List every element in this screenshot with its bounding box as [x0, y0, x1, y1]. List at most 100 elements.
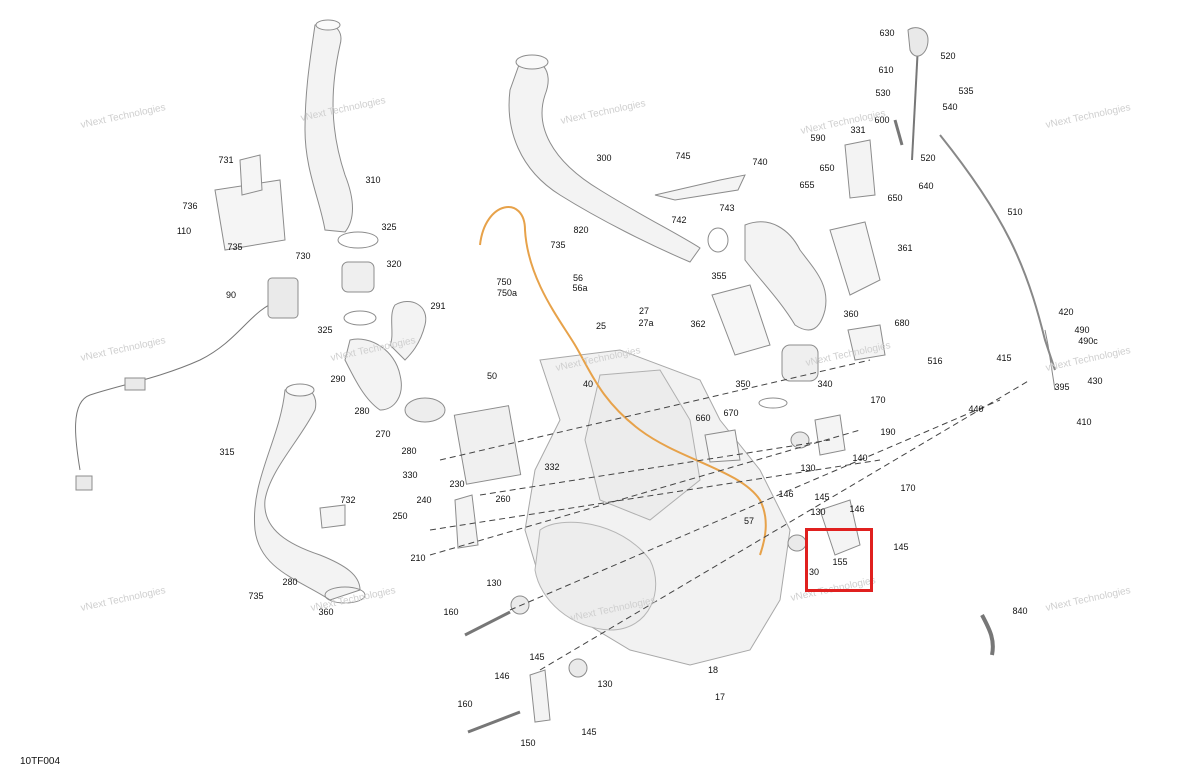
part-number-label: 332	[544, 462, 560, 472]
part-number-label: 56	[572, 273, 584, 283]
part-number-label: 145	[893, 542, 909, 552]
part-number-label: 840	[1012, 606, 1028, 616]
part-number-label: 290	[330, 374, 346, 384]
part-number-label: 655	[799, 180, 815, 190]
part-number-label: 18	[707, 665, 719, 675]
part-number-label: 315	[219, 447, 235, 457]
part-number-label: 17	[714, 692, 726, 702]
part-number-label: 516	[927, 356, 943, 366]
part-number-label: 735	[227, 242, 243, 252]
intake-duct-315	[253, 385, 361, 601]
bracket-590	[844, 139, 876, 199]
part-number-label: 670	[723, 408, 739, 418]
intake-duct-310	[304, 23, 353, 233]
part-number-label: 535	[958, 86, 974, 96]
coupler-270	[404, 397, 446, 423]
part-number-label: 736	[182, 201, 198, 211]
part-number-label: 490c	[1078, 336, 1098, 346]
bracket-732	[319, 504, 346, 529]
part-number-label: 730	[295, 251, 311, 261]
part-number-label: 260	[495, 494, 511, 504]
part-number-label: 600	[874, 115, 890, 125]
bracket-140	[814, 414, 846, 456]
part-number-label: 520	[940, 51, 956, 61]
part-number-label: 430	[1087, 376, 1103, 386]
part-number-label: 57	[743, 516, 755, 526]
coupler-320	[341, 261, 375, 293]
part-number-label: 27	[638, 306, 650, 316]
part-number-label: 25	[595, 321, 607, 331]
hose-291	[389, 301, 427, 361]
part-number-label: 731	[218, 155, 234, 165]
clamp-325b	[343, 310, 377, 326]
part-number-label: 150	[520, 738, 536, 748]
module-90	[267, 277, 299, 319]
wiring-harness-90	[75, 299, 281, 471]
part-number-label: 40	[582, 379, 594, 389]
fuel-line-750	[479, 206, 767, 556]
part-number-label: 590	[810, 133, 826, 143]
clamp-325	[337, 231, 379, 249]
part-number-label: 145	[581, 727, 597, 737]
part-number-label: 145	[529, 652, 545, 662]
shift-lever-610	[911, 44, 919, 161]
bracket-740	[654, 174, 746, 201]
bracket-230	[454, 494, 479, 549]
part-number-label: 361	[897, 243, 913, 253]
clamp-305	[324, 586, 366, 604]
assembly-line	[439, 359, 871, 461]
bracket-155	[819, 499, 861, 556]
shift-rod-510	[939, 134, 1056, 371]
part-number-label: 395	[1054, 382, 1070, 392]
part-number-label: 340	[817, 379, 833, 389]
hose-290	[344, 338, 402, 411]
part-number-label: 146	[494, 671, 510, 681]
part-number-label: 110	[176, 226, 192, 236]
bolt-160	[464, 610, 511, 637]
part-number-label: 270	[375, 429, 391, 439]
part-number-label: 300	[596, 153, 612, 163]
part-number-label: 330	[402, 470, 418, 480]
part-number-label: 320	[386, 259, 402, 269]
part-number-label: 360	[318, 607, 334, 617]
filter-340	[781, 344, 819, 382]
part-number-label: 331	[850, 125, 866, 135]
part-number-label: 743	[719, 203, 735, 213]
airbox-360	[744, 221, 827, 331]
mount-130	[790, 431, 810, 449]
assembly-lines	[429, 359, 1031, 671]
part-number-label: 310	[365, 175, 381, 185]
part-number-label: 240	[416, 495, 432, 505]
engine-case	[534, 521, 657, 631]
part-number-label: 362	[690, 319, 706, 329]
part-number-label: 510	[1007, 207, 1023, 217]
duct-opening	[315, 19, 341, 31]
part-number-label: 540	[942, 102, 958, 112]
part-number-label: 735	[248, 591, 264, 601]
part-number-label: 130	[597, 679, 613, 689]
part-number-label: 360	[843, 309, 859, 319]
part-number-label: 750a	[496, 288, 518, 298]
part-number-label: 440	[968, 404, 984, 414]
part-number-label: 160	[443, 607, 459, 617]
assembly-line	[429, 429, 861, 556]
linkage-420	[1044, 329, 1056, 391]
part-number-label: 650	[819, 163, 835, 173]
connector	[124, 377, 146, 391]
part-number-label: 520	[920, 153, 936, 163]
part-number-label: 415	[996, 353, 1012, 363]
assembly-line	[539, 379, 1031, 671]
part-number-label: 680	[894, 318, 910, 328]
part-number-label: 170	[900, 483, 916, 493]
assembly-line	[429, 459, 881, 531]
part-number-label: 742	[671, 215, 687, 225]
part-number-label: 350	[735, 379, 751, 389]
mount-130c	[510, 595, 530, 615]
part-number-label: 291	[430, 301, 446, 311]
part-number-label: 50	[486, 371, 498, 381]
shift-knob-630	[907, 27, 929, 57]
part-number-label: 170	[870, 395, 886, 405]
intake-duct-300	[508, 59, 701, 263]
part-number-label: 750	[496, 277, 512, 287]
